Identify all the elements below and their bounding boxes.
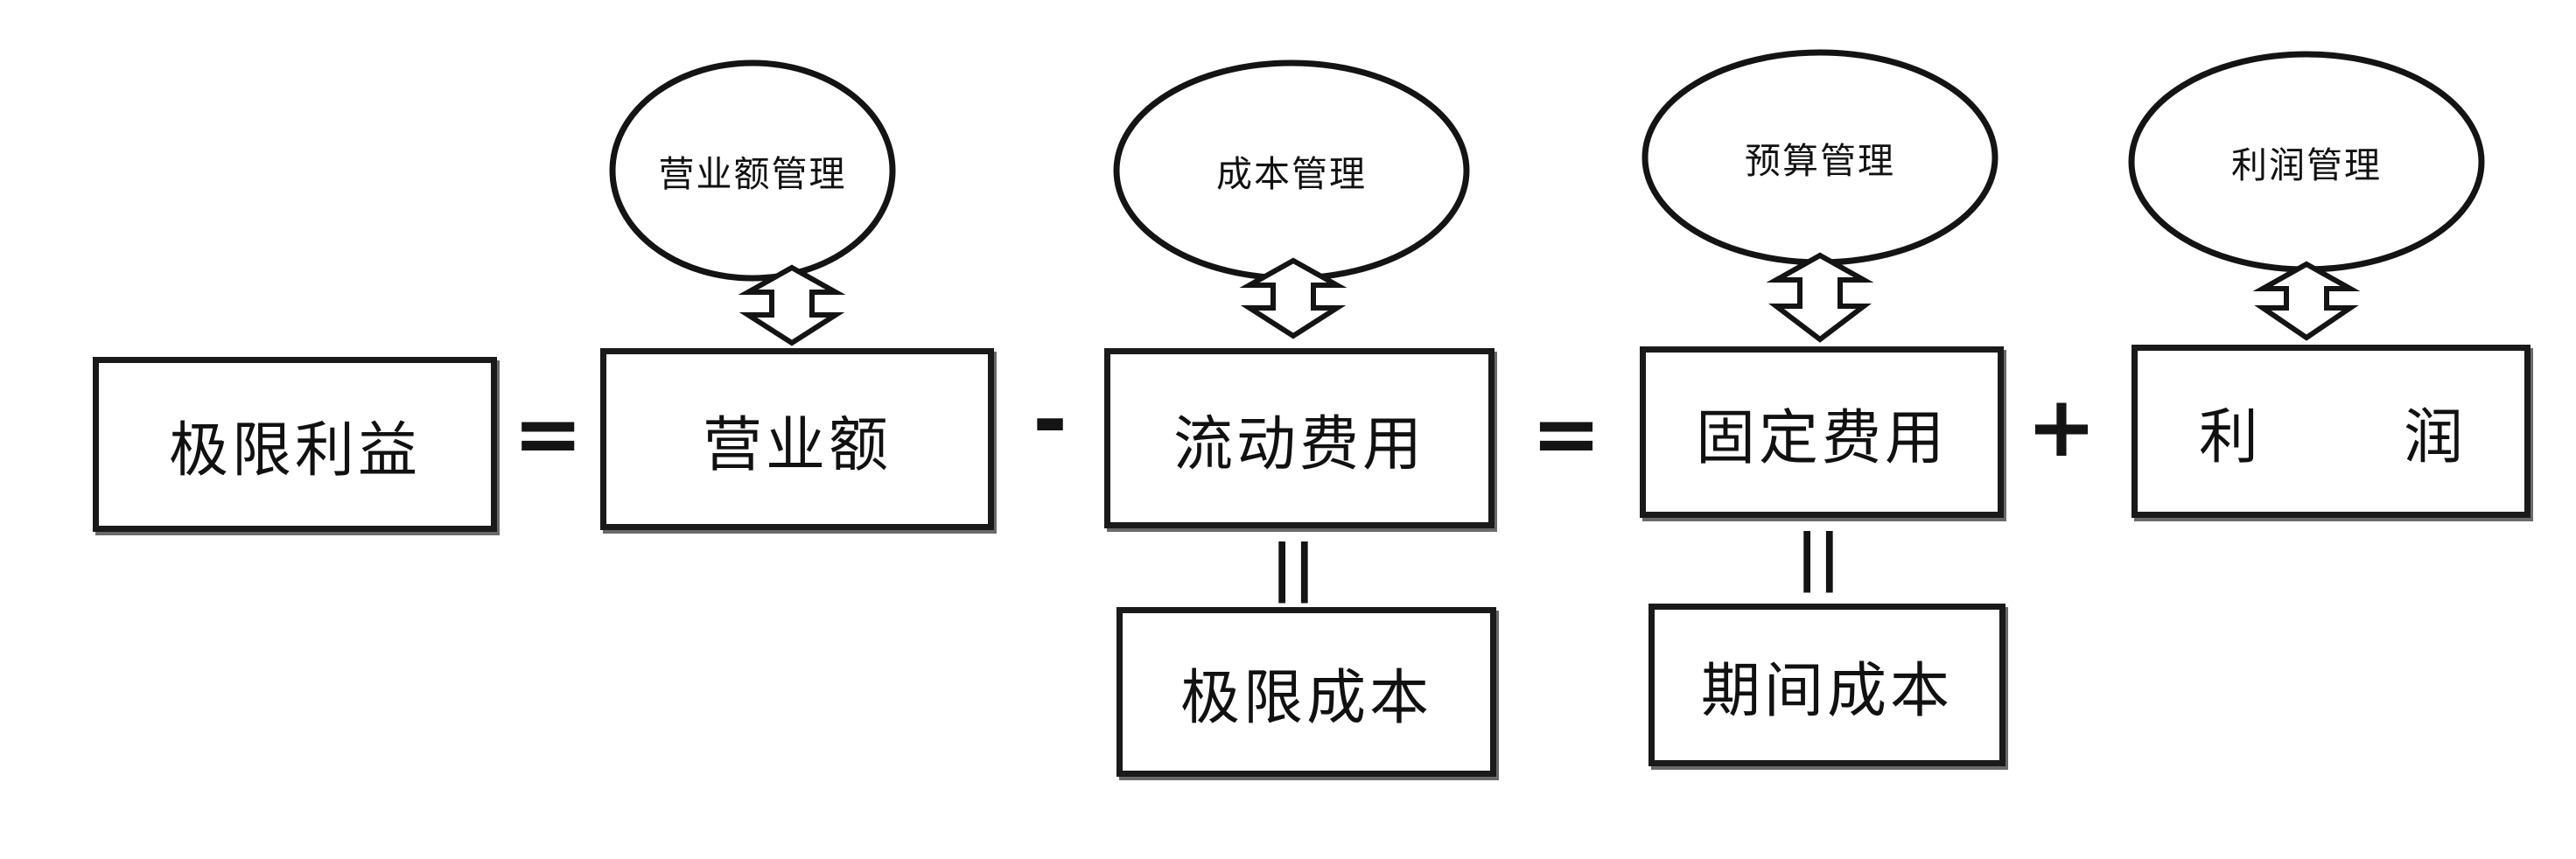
box-label-limit-profit: 极限利益 <box>168 416 421 485</box>
bubble-outline-revenue <box>609 59 896 282</box>
box-variable-expense: 流动费用 <box>1104 348 1494 528</box>
equals-sign: = <box>513 385 584 483</box>
box-period-cost: 期间成本 <box>1648 604 2006 766</box>
box-label-fixed-expense: 固定费用 <box>1695 403 1948 473</box>
box-limit-profit: 极限利益 <box>93 357 497 532</box>
bubble-outline-cost <box>1113 59 1470 282</box>
box-label-revenue: 营业额 <box>702 410 892 480</box>
box-fixed-expense: 固定费用 <box>1640 346 2004 518</box>
box-label-limit-cost: 极限成本 <box>1180 663 1432 733</box>
plus-sign: + <box>2026 378 2097 476</box>
box-limit-cost: 极限成本 <box>1116 607 1496 777</box>
double-arrow-cost <box>1239 257 1348 339</box>
equals-sign: = <box>1530 385 1602 483</box>
vertical-equals-sign: || <box>1270 532 1316 604</box>
bubble-outline-budget <box>1642 49 1998 266</box>
minus-sign: - <box>1032 371 1068 469</box>
box-label-profit-left: 利 <box>2199 402 2259 472</box>
box-label-profit-right: 润 <box>2403 402 2463 472</box>
box-label-period-cost: 期间成本 <box>1700 656 1953 726</box>
double-arrow-budget <box>1766 252 1874 343</box>
vertical-equals-sign: || <box>1796 521 1841 593</box>
box-profit: 利 润 <box>2132 345 2530 518</box>
box-revenue: 营业额 <box>600 348 994 530</box>
double-arrow-revenue <box>738 264 846 346</box>
double-arrow-profit <box>2252 261 2361 341</box>
box-label-variable-expense: 流动费用 <box>1172 409 1425 479</box>
bubble-outline-profit <box>2128 51 2485 273</box>
